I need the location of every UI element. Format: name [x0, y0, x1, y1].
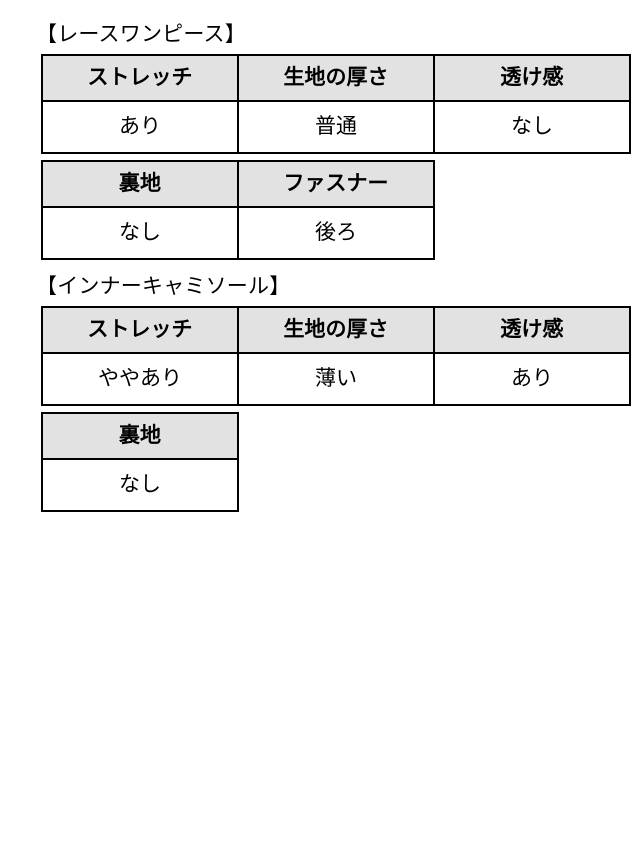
- header-cell-stretch: ストレッチ: [41, 306, 239, 354]
- table-row-header: ストレッチ 生地の厚さ 透け感: [41, 306, 631, 354]
- spec-table-dress-primary: ストレッチ 生地の厚さ 透け感 あり 普通 なし: [41, 54, 631, 154]
- section-lace-dress: 【レースワンピース】 ストレッチ 生地の厚さ 透け感 あり 普通 なし 裏地: [36, 22, 631, 266]
- header-cell-sheerness: 透け感: [433, 306, 631, 354]
- table-row-header: ストレッチ 生地の厚さ 透け感: [41, 54, 631, 102]
- value-cell-sheerness: あり: [433, 352, 631, 406]
- value-cell-lining: なし: [41, 458, 239, 512]
- section-heading-lace-dress: 【レースワンピース】: [36, 23, 246, 46]
- value-cell-fabric-thickness: 普通: [237, 100, 435, 154]
- table-row-value: ややあり 薄い あり: [41, 352, 631, 406]
- header-cell-fabric-thickness: 生地の厚さ: [237, 54, 435, 102]
- spec-table-camisole-secondary: 裏地 なし: [41, 412, 239, 512]
- header-cell-stretch: ストレッチ: [41, 54, 239, 102]
- header-cell-lining: 裏地: [41, 412, 239, 460]
- value-cell-stretch: ややあり: [41, 352, 239, 406]
- value-cell-stretch: あり: [41, 100, 239, 154]
- header-cell-zipper: ファスナー: [237, 160, 435, 208]
- header-cell-fabric-thickness: 生地の厚さ: [237, 306, 435, 354]
- table-row-header: 裏地 ファスナー: [41, 160, 435, 208]
- spec-table-dress-secondary: 裏地 ファスナー なし 後ろ: [41, 160, 435, 260]
- table-row-value: なし 後ろ: [41, 206, 435, 260]
- table-row-value: なし: [41, 458, 239, 512]
- value-cell-lining: なし: [41, 206, 239, 260]
- section-heading-inner-camisole: 【インナーキャミソール】: [36, 275, 291, 298]
- table-row-value: あり 普通 なし: [41, 100, 631, 154]
- section-inner-camisole: 【インナーキャミソール】 ストレッチ 生地の厚さ 透け感 ややあり 薄い あり …: [36, 274, 631, 518]
- value-cell-zipper: 後ろ: [237, 206, 435, 260]
- header-cell-sheerness: 透け感: [433, 54, 631, 102]
- header-cell-lining: 裏地: [41, 160, 239, 208]
- value-cell-sheerness: なし: [433, 100, 631, 154]
- table-row-header: 裏地: [41, 412, 239, 460]
- spec-table-camisole-primary: ストレッチ 生地の厚さ 透け感 ややあり 薄い あり: [41, 306, 631, 406]
- value-cell-fabric-thickness: 薄い: [237, 352, 435, 406]
